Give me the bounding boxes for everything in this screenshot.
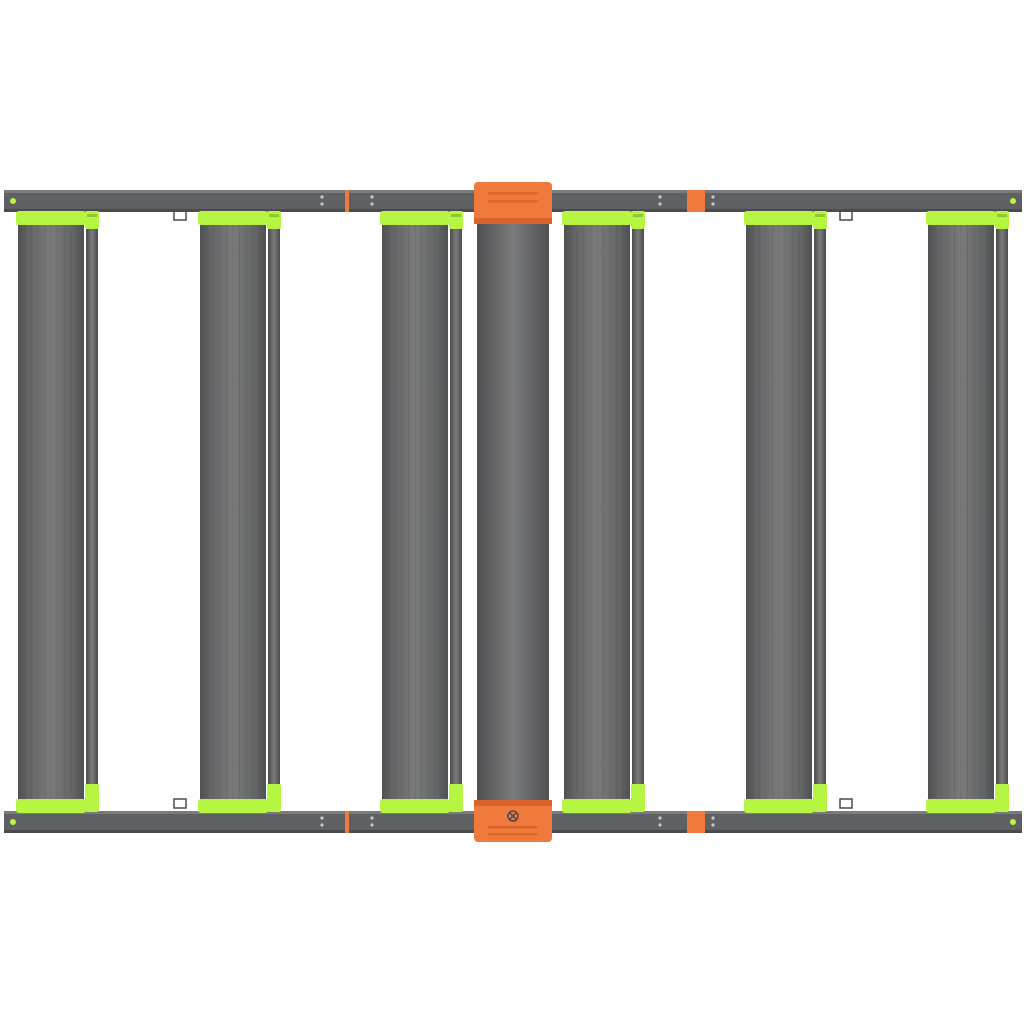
bottom-beam-right-screw (1010, 819, 1016, 825)
center-bottom-cap-shadow (474, 800, 552, 806)
bottom-beam-dot-3 (711, 816, 715, 820)
side-rail (996, 226, 1008, 786)
light-bar-body (382, 224, 448, 800)
light-bars (16, 211, 1009, 813)
light-bar-top-cap (744, 211, 814, 225)
side-rail-clip-line (633, 214, 643, 217)
bottom-beam-left-screw (10, 819, 16, 825)
top-beam-right-screw (1010, 198, 1016, 204)
side-rail-top-clip (631, 211, 645, 229)
hanging-tab-1 (839, 210, 853, 221)
top-beam-dot-b-0 (320, 202, 324, 206)
top-beam-dot-3 (711, 195, 715, 199)
bottom-beam-dot-b-3 (711, 823, 715, 827)
side-rail (814, 226, 826, 786)
side-rail-clip-line (451, 214, 461, 217)
cap-engraving-1 (488, 200, 538, 203)
center-driver-body (477, 205, 549, 820)
top-beam-joint-right (687, 190, 705, 212)
bottom-beam-dot-b-2 (658, 823, 662, 827)
top-beam-dot-b-3 (711, 202, 715, 206)
side-rail-top-clip (813, 211, 827, 229)
light-bar-2 (198, 211, 281, 813)
side-rail (450, 226, 462, 786)
light-bar-bottom-cap (926, 799, 996, 813)
cap-x-icon-cross (509, 812, 517, 820)
bottom-beam-dot-b-0 (320, 823, 324, 827)
side-rail-clip-line (815, 214, 825, 217)
light-bar-bottom-cap (198, 799, 268, 813)
side-rail (268, 226, 280, 786)
cap-engraving-0 (488, 192, 538, 195)
hanging-tab-3 (839, 798, 853, 809)
light-bar-bottom-cap (562, 799, 632, 813)
light-bar-body (200, 224, 266, 800)
side-rail-clip-line (269, 214, 279, 217)
side-rail (86, 226, 98, 786)
center-top-cap (474, 182, 552, 224)
side-rail-top-clip (449, 211, 463, 229)
cap-x-icon (507, 810, 519, 822)
cap-engraving-2 (488, 826, 538, 829)
light-bar-top-cap (16, 211, 86, 225)
cap-engraving-3 (488, 833, 538, 836)
light-bar-1 (16, 211, 99, 813)
side-rail-bottom-clip (267, 784, 281, 812)
bottom-beam-joint-left (345, 811, 349, 833)
top-beam-dot-b-2 (658, 202, 662, 206)
bottom-beam-dot-1 (370, 816, 374, 820)
light-bar-4 (562, 211, 645, 813)
bottom-beam-dot-b-1 (370, 823, 374, 827)
bottom-beam-dot-0 (320, 816, 324, 820)
light-bar-top-cap (926, 211, 996, 225)
top-beam-dot-1 (370, 195, 374, 199)
hanging-tab-2 (173, 798, 187, 809)
top-beam-dot-0 (320, 195, 324, 199)
top-beam-dot-2 (658, 195, 662, 199)
side-rail-bottom-clip (631, 784, 645, 812)
light-bar-bottom-cap (380, 799, 450, 813)
light-bar-bottom-cap (16, 799, 86, 813)
side-rail-top-clip (267, 211, 281, 229)
light-bar-body (928, 224, 994, 800)
side-rail-bottom-clip (995, 784, 1009, 812)
side-rail (632, 226, 644, 786)
side-rail-bottom-clip (449, 784, 463, 812)
top-beam-joint-left (345, 190, 349, 212)
side-rail-bottom-clip (813, 784, 827, 812)
light-bar-body (746, 224, 812, 800)
light-bar-top-cap (380, 211, 450, 225)
light-bar-6 (926, 211, 1009, 813)
light-bar-body (564, 224, 630, 800)
top-beam-dot-b-1 (370, 202, 374, 206)
light-bar-body (18, 224, 84, 800)
side-rail-top-clip (995, 211, 1009, 229)
light-bar-top-cap (562, 211, 632, 225)
light-bar-5 (744, 211, 827, 813)
light-bar-bottom-cap (744, 799, 814, 813)
light-bar-3 (380, 211, 463, 813)
hanging-tab-0 (173, 210, 187, 221)
side-rail-top-clip (85, 211, 99, 229)
bottom-beam-dot-2 (658, 816, 662, 820)
center-top-cap-shadow (474, 218, 552, 224)
center-driver (474, 182, 552, 842)
top-beam-left-screw (10, 198, 16, 204)
bottom-beam-joint-right (687, 811, 705, 833)
side-rail-clip-line (997, 214, 1007, 217)
light-bar-top-cap (198, 211, 268, 225)
side-rail-clip-line (87, 214, 97, 217)
side-rail-bottom-clip (85, 784, 99, 812)
